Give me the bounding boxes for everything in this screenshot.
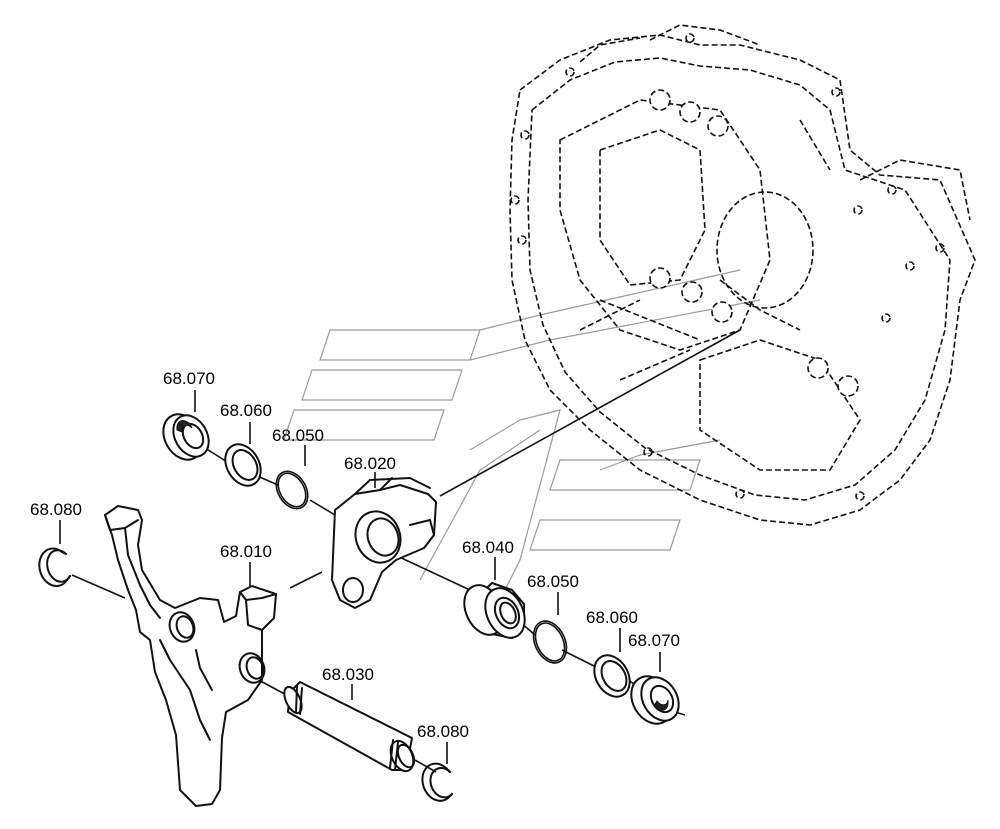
bracket-68-020 bbox=[331, 477, 437, 609]
label-68-070-left: 68.070 bbox=[163, 369, 215, 388]
snap-ring-68-050-right bbox=[532, 620, 568, 664]
label-68-060-right: 68.060 bbox=[586, 608, 638, 627]
circlip-68-080-right bbox=[421, 762, 453, 802]
fork-68-010 bbox=[104, 505, 277, 807]
label-68-070-right: 68.070 bbox=[628, 631, 680, 650]
label-68-020: 68.020 bbox=[344, 454, 396, 473]
clutch-housing bbox=[509, 24, 976, 526]
label-68-030: 68.030 bbox=[322, 665, 374, 684]
shaft-68-030 bbox=[283, 681, 416, 773]
washer-68-060-right bbox=[593, 654, 631, 698]
label-68-040: 68.040 bbox=[462, 538, 514, 557]
circlip-68-080-left bbox=[38, 547, 71, 587]
seal-68-070-left bbox=[162, 413, 210, 461]
callout-leaders bbox=[59, 390, 661, 764]
bearing-68-040 bbox=[463, 582, 526, 639]
label-68-060-left: 68.060 bbox=[220, 401, 272, 420]
label-68-080-left: 68.080 bbox=[30, 500, 82, 519]
washer-68-060-left bbox=[224, 443, 262, 487]
label-68-080-right: 68.080 bbox=[417, 722, 469, 741]
label-68-050-left: 68.050 bbox=[272, 426, 324, 445]
label-68-010: 68.010 bbox=[220, 542, 272, 561]
label-68-050-right: 68.050 bbox=[527, 572, 579, 591]
part-labels: 68.070 68.060 68.050 68.020 68.080 68.01… bbox=[30, 369, 680, 741]
snap-ring-68-050-left bbox=[275, 470, 309, 510]
seal-68-070-right bbox=[630, 675, 680, 725]
